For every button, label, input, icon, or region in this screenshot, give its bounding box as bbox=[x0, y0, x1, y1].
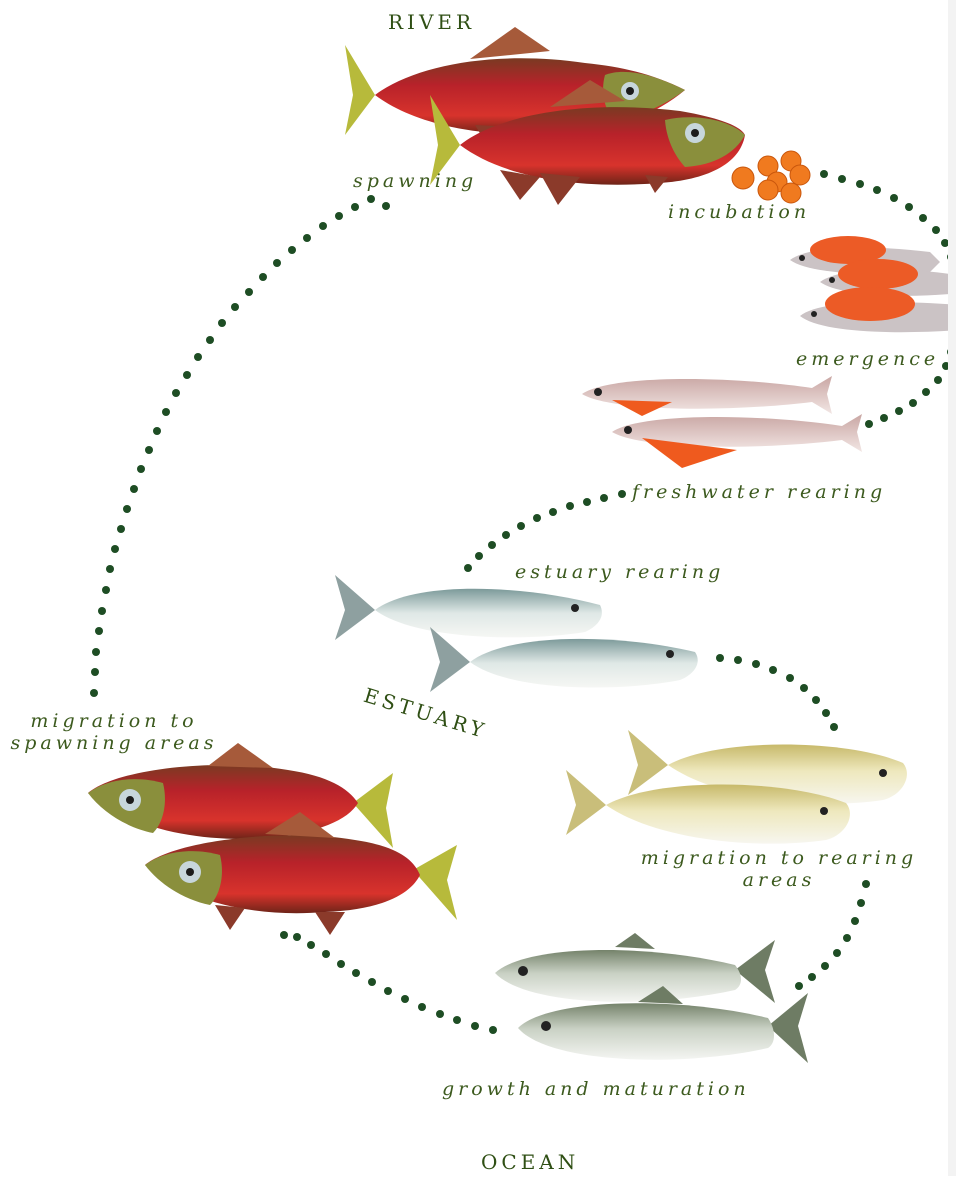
stage-label-migration-to-rearing-line1: migration to rearing bbox=[634, 847, 924, 869]
egg-cluster-icon bbox=[732, 151, 810, 203]
stage-label-freshwater-rearing: freshwater rearing bbox=[632, 481, 886, 503]
right-edge-strip bbox=[948, 0, 956, 1176]
stage-label-spawning: spawning bbox=[353, 170, 477, 192]
returning-salmon-icon bbox=[88, 743, 457, 935]
stage-label-migration-to-rearing-line2: areas bbox=[634, 869, 924, 891]
ocean-salmon-icon bbox=[495, 933, 808, 1063]
region-label-ocean: OCEAN bbox=[481, 1150, 579, 1174]
stage-label-migration-to-spawning: migration to spawning areas bbox=[4, 710, 224, 754]
region-label-river: RIVER bbox=[388, 10, 475, 34]
stage-label-incubation: incubation bbox=[668, 201, 810, 223]
stage-label-emergence: emergence bbox=[796, 348, 939, 370]
alevin-icon bbox=[790, 236, 956, 332]
stage-label-growth-and-maturation: growth and maturation bbox=[442, 1078, 750, 1100]
stage-label-migration-to-spawning-line2: spawning areas bbox=[4, 732, 224, 754]
stage-label-migration-to-spawning-line1: migration to bbox=[4, 710, 224, 732]
fry-icon bbox=[582, 376, 862, 468]
smolt-icon bbox=[335, 575, 698, 692]
migrating-juvenile-icon bbox=[566, 730, 907, 844]
stage-label-estuary-rearing: estuary rearing bbox=[515, 561, 724, 583]
stage-label-migration-to-rearing: migration to rearing areas bbox=[634, 847, 924, 891]
